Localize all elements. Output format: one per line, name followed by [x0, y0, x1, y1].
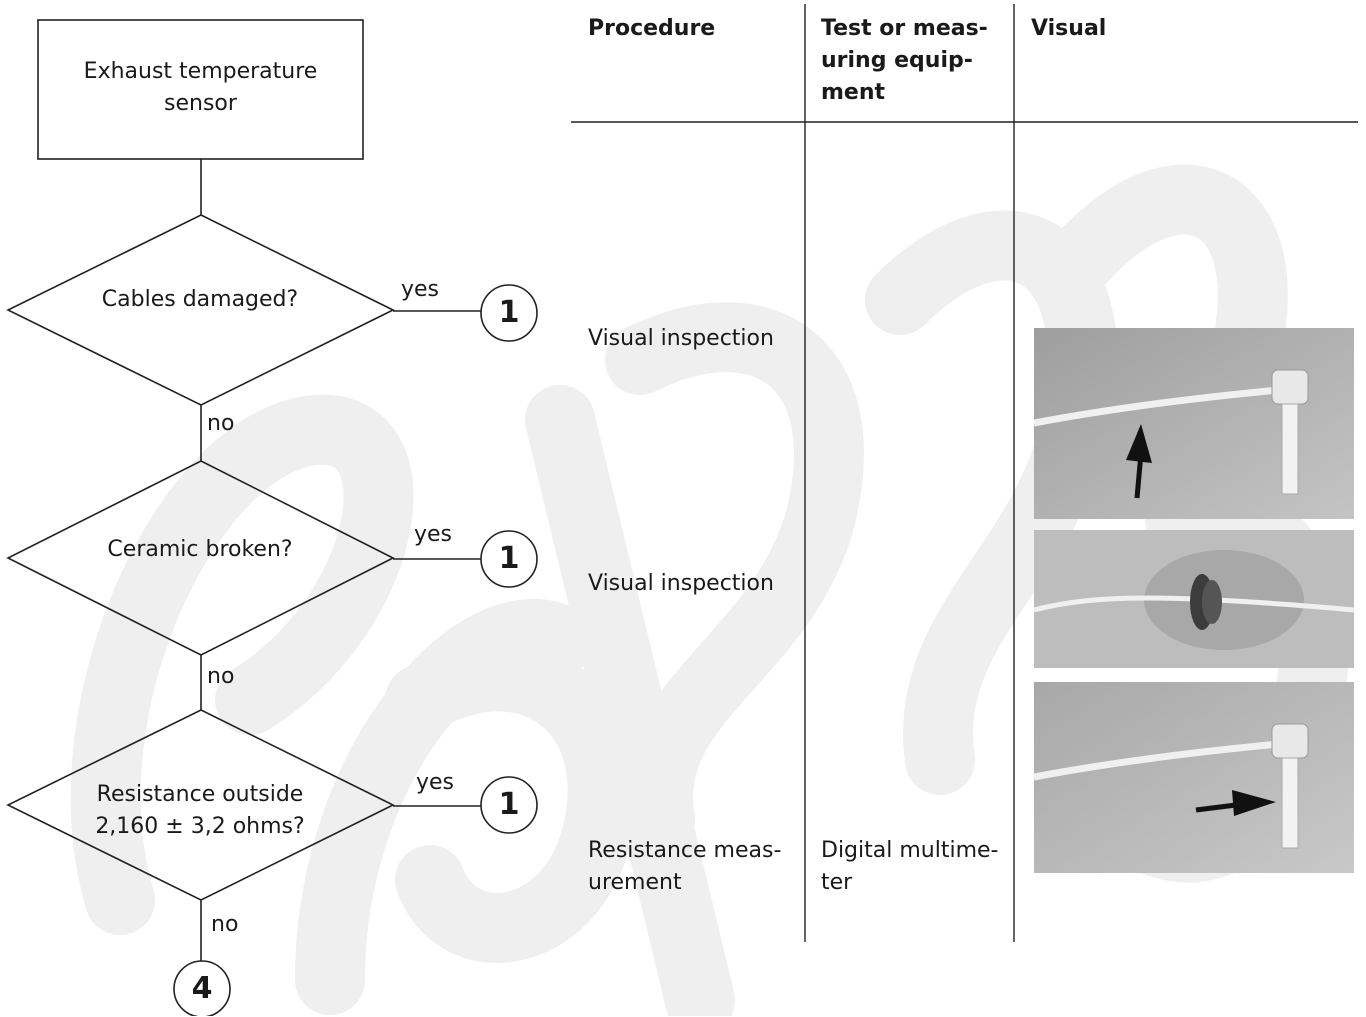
decision-2-yes: yes [414, 522, 453, 547]
row-3-equipment-line1: Digital multime- [821, 838, 999, 863]
header-visual: Visual [1031, 16, 1107, 41]
row-2-procedure: Visual inspection [588, 571, 774, 596]
header-equipment-line1: Test or meas- [821, 16, 988, 41]
connector-circle-1b [480, 530, 538, 588]
decision-3-no: no [211, 912, 239, 937]
decision-2-no: no [207, 664, 235, 689]
photo-ceramic-inspection [1034, 530, 1354, 668]
start-box-label: Exhaust temperature sensor [83, 59, 318, 116]
connector-1c-label: 1 [498, 787, 520, 822]
row-3-equipment-line2: ter [821, 870, 853, 895]
decision-3-question: Resistance outside 2,160 ± 3,2 ohms? [30, 779, 370, 843]
row-3-procedure: Resistance meas- urement [588, 835, 781, 899]
header-equipment-line2: uring equip- [821, 48, 973, 73]
decision-1-yes: yes [401, 277, 440, 302]
photo-resistance-measurement [1034, 682, 1354, 873]
header-equipment-line3: ment [821, 80, 886, 105]
connector-1a-label: 1 [498, 295, 520, 330]
decision-3-question-line2: 2,160 ± 3,2 ohms? [95, 814, 305, 839]
row-1-procedure: Visual inspection [588, 326, 774, 351]
flowchart-graphics [6, 19, 538, 1016]
row-3-equipment: Digital multime- ter [821, 835, 998, 899]
decision-3-question-line1: Resistance outside [96, 782, 304, 807]
header-procedure: Procedure [588, 16, 716, 41]
row-3-procedure-line1: Resistance meas- [588, 838, 782, 863]
photo-cable-inspection [1034, 328, 1354, 519]
connector-4-label: 4 [191, 971, 213, 1006]
header-equipment: Test or meas- uring equip- ment [821, 13, 988, 109]
connector-circle-1c [480, 776, 538, 834]
connector-1b-label: 1 [498, 541, 520, 576]
decision-3-yes: yes [416, 770, 455, 795]
connector-circle-1a [480, 284, 538, 342]
decision-1-question: Cables damaged? [101, 287, 299, 312]
connector-circle-4 [173, 960, 231, 1016]
decision-1-no: no [207, 411, 235, 436]
row-3-procedure-line2: urement [588, 870, 682, 895]
decision-2-question: Ceramic broken? [107, 537, 293, 562]
